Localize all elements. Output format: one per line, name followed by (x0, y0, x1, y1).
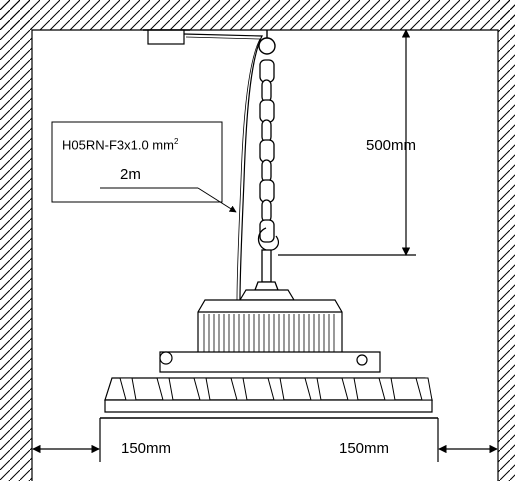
chain-link (261, 159, 272, 183)
power-cable (183, 33, 263, 301)
suspension-chain (259, 59, 275, 243)
suspension-height-label: 500mm (366, 137, 417, 154)
height-dimension (278, 29, 416, 256)
lamp-body (100, 351, 438, 419)
lower-hook (254, 227, 280, 291)
cable-callout (51, 121, 237, 213)
chain-link (259, 59, 275, 83)
chain-link (259, 139, 275, 163)
cable-length-label: 2m (120, 166, 141, 183)
clearance-left-label: 150mm (121, 440, 172, 457)
right-wall (498, 0, 515, 481)
junction-box (147, 29, 185, 45)
chain-link (259, 219, 275, 243)
clearance-right-label: 150mm (339, 440, 390, 457)
lamp-cap (238, 289, 296, 301)
ceiling (0, 0, 515, 30)
room-outline (31, 29, 499, 481)
chain-link (261, 79, 272, 103)
ceiling-hook (258, 30, 276, 55)
chain-link (259, 179, 275, 203)
driver-housing (197, 299, 343, 356)
cable-spec-label: H05RN-F3x1.0 mm2 (62, 137, 179, 153)
chain-link (259, 99, 275, 123)
chain-link (261, 199, 272, 223)
chain-link (261, 119, 272, 143)
left-wall (0, 0, 32, 481)
clearance-dimensions (32, 418, 498, 462)
